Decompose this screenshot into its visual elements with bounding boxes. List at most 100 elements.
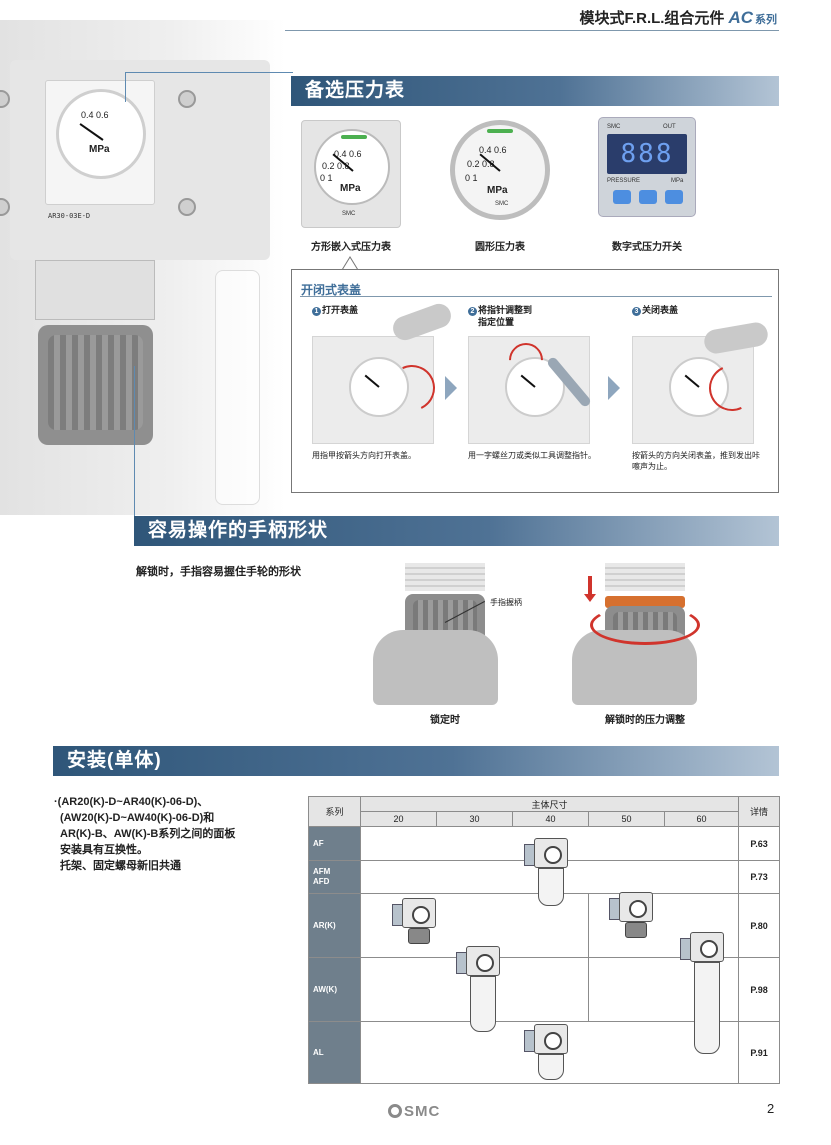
header-series-code: AC <box>728 8 753 27</box>
unit-bowl <box>538 868 564 906</box>
digital-switch-button <box>665 190 683 204</box>
aw60-unit-drawing <box>680 932 732 1060</box>
product-knob-ribs <box>48 335 143 430</box>
unit-bowl <box>538 1054 564 1080</box>
finger-grip-label: 手指握柄 <box>490 598 522 607</box>
table-header-series: 系列 <box>308 796 361 827</box>
green-zone-mark <box>487 129 513 133</box>
square-gauge-ticks-mid: 0.2 0.8 <box>322 161 350 171</box>
digital-switch-button <box>639 190 657 204</box>
square-gauge-caption: 方形嵌入式压力表 <box>311 242 391 253</box>
product-photo: 0.4 0.6 MPa AR30-03E-D <box>0 20 285 515</box>
unit-bowl <box>694 962 720 1054</box>
unit-knob <box>625 922 647 938</box>
unit-bowl <box>470 976 496 1032</box>
round-gauge-ticks-bottom: 0 1 <box>465 173 478 183</box>
handle-description: 解锁时，手指容易握住手轮的形状 <box>136 566 301 578</box>
ar20-unit-drawing <box>392 898 444 948</box>
screw-icon <box>178 198 196 216</box>
finger-graphic <box>702 320 770 356</box>
square-gauge-face: 0.4 0.6 0.2 0.8 0 1 MPa <box>314 129 390 205</box>
unit-head <box>534 1024 568 1054</box>
section-bar-install: 安装(单体) <box>53 746 779 776</box>
step-arrow-icon <box>608 376 620 400</box>
install-line-3: AR(K)-B、AW(K)-B系列之间的面板 <box>60 828 236 840</box>
locked-hand-graphic <box>373 630 498 705</box>
step-2-title-text: 将指针调整到 <box>478 305 533 315</box>
locked-caption: 锁定时 <box>430 715 460 726</box>
digital-switch-brand: SMC <box>607 124 621 130</box>
callout-line <box>134 366 135 532</box>
callout-line <box>125 72 126 102</box>
row-series-afm: AFM <box>313 867 331 876</box>
table-header-size: 50 <box>588 811 665 827</box>
product-gauge-unit: MPa <box>89 144 110 155</box>
push-down-arrow-icon <box>584 576 596 602</box>
table-header-detail: 详情 <box>738 796 781 827</box>
step-1-image <box>312 336 442 444</box>
step-1-title-text: 打开表盖 <box>322 305 359 315</box>
table-header-size: 30 <box>436 811 513 827</box>
section-bar-gauge: 备选压力表 <box>291 76 779 106</box>
row-series-af: AF <box>308 826 361 861</box>
row-page-link[interactable]: P.91 <box>738 1021 781 1084</box>
install-description: ·(AR20(K)-D~AR40(K)-06-D)、 (AW20(K)-D~AW… <box>54 794 299 874</box>
table-header-size: 40 <box>512 811 589 827</box>
ar50-unit-drawing <box>609 892 661 948</box>
unit-knob <box>408 928 430 944</box>
row-series-al: AL <box>308 1021 361 1084</box>
header-series-suffix: 系列 <box>755 14 777 26</box>
digital-switch-image: SMC OUT 888 PRESSURE MPa <box>598 117 696 217</box>
step-3-description: 按箭头的方向关闭表盖，推到发出咔嚓声为止。 <box>632 451 760 471</box>
unit-head <box>619 892 653 922</box>
step-gauge-face <box>669 357 729 417</box>
row-page-link[interactable]: P.80 <box>738 893 781 958</box>
round-gauge-ticks-mid: 0.2 0.8 <box>467 159 495 169</box>
round-gauge-image: 0.4 0.6 0.2 0.8 0 1 MPa SMC <box>450 120 550 220</box>
round-gauge-ticks-top: 0.4 0.6 <box>479 145 507 155</box>
open-close-title: 开闭式表盖 <box>301 283 362 297</box>
row-series-afd: AFD <box>313 877 330 886</box>
header-product-title: 模块式F.R.L.组合元件 <box>579 10 725 27</box>
af-unit-drawing <box>524 838 576 908</box>
green-zone-mark <box>341 135 367 139</box>
aw30-unit-drawing <box>456 946 508 1036</box>
step-arrow-icon <box>445 376 457 400</box>
square-gauge-ticks-top: 0.4 0.6 <box>334 149 362 159</box>
step-number-badge: 1 <box>312 307 321 316</box>
square-gauge-image: 0.4 0.6 0.2 0.8 0 1 MPa SMC <box>301 120 401 228</box>
row-page-link[interactable]: P.73 <box>738 860 781 894</box>
product-thread-neck <box>35 260 155 320</box>
product-bowl-glass <box>215 270 260 505</box>
round-gauge-unit: MPa <box>487 185 508 196</box>
screw-icon <box>0 198 10 216</box>
row-series-ar: AR(K) <box>308 893 361 958</box>
square-gauge-ticks-bottom: 0 1 <box>320 173 333 183</box>
product-gauge-block: 0.4 0.6 MPa <box>45 80 155 205</box>
install-line-5: 托架、固定螺母新旧共通 <box>60 860 181 872</box>
install-line-4: 安装具有互换性。 <box>60 844 148 856</box>
smc-logo-icon <box>388 1104 402 1118</box>
al-unit-drawing <box>524 1024 576 1084</box>
smc-logo-text: SMC <box>404 1103 441 1120</box>
step-3-title-text: 关闭表盖 <box>642 305 679 315</box>
callout-line <box>125 72 293 73</box>
row-series-aw: AW(K) <box>308 957 361 1022</box>
install-line-1: ·(AR20(K)-D~AR40(K)-06-D)、 <box>54 796 209 808</box>
digital-switch-display: 888 <box>607 134 687 174</box>
step-number-badge: 2 <box>468 307 477 316</box>
square-gauge-brand: SMC <box>342 211 356 217</box>
product-gauge-face: 0.4 0.6 MPa <box>56 89 146 179</box>
step-number-badge: 3 <box>632 307 641 316</box>
row-page-link[interactable]: P.98 <box>738 957 781 1022</box>
step-gauge-face <box>349 357 409 417</box>
unit-head <box>690 932 724 962</box>
step-2-title-line2: 指定位置 <box>478 317 515 327</box>
page-number: 2 <box>767 1101 775 1116</box>
row-page-link[interactable]: P.63 <box>738 826 781 861</box>
